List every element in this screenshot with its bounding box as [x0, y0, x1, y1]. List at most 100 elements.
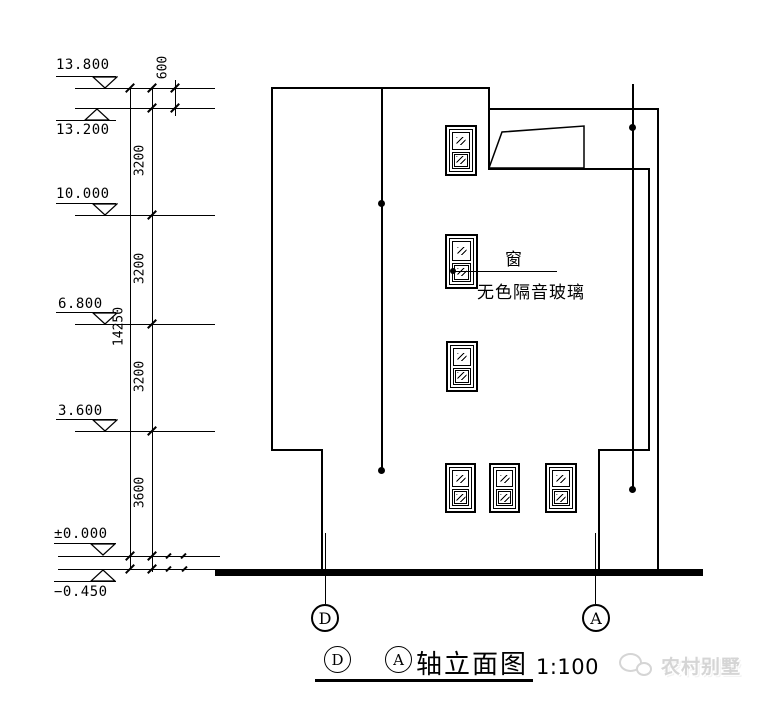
- window-sash: [454, 264, 469, 280]
- glass-label: 无色隔音玻璃: [477, 283, 585, 303]
- glass-hatch-icon: [457, 372, 467, 381]
- section-dot: [629, 124, 636, 131]
- axis-extension-line-d: [325, 533, 326, 604]
- building-top-edge: [271, 87, 490, 89]
- dim-value-3200-top: 3200: [132, 144, 148, 177]
- section-dot: [378, 200, 385, 207]
- building-right-setback-edge: [598, 449, 650, 451]
- window-2f: [446, 341, 478, 392]
- window-pane: [452, 470, 469, 487]
- level-line: [75, 88, 215, 89]
- window-label: 窗: [505, 250, 522, 270]
- glass-hatch-icon: [456, 474, 465, 483]
- window-pane: [496, 489, 513, 506]
- title-bubble-letter: A: [393, 650, 404, 669]
- building-right-wall: [657, 108, 659, 570]
- window-frame: [449, 129, 473, 172]
- level-line: [58, 556, 220, 557]
- elevation-flag-line: [56, 120, 116, 121]
- elevation-value: 13.800: [56, 57, 110, 73]
- axis-extension-line-a: [595, 533, 596, 604]
- glass-hatch-icon: [556, 493, 566, 502]
- level-line: [75, 431, 215, 432]
- title-bubble-a: A: [385, 646, 412, 673]
- elevation-triangle-icon: [92, 76, 118, 89]
- chain-dim-line: [152, 88, 153, 572]
- elevation-value: 10.000: [56, 186, 110, 202]
- elevation-value: ±0.000: [54, 526, 108, 542]
- window-sash: [455, 369, 469, 383]
- level-line: [75, 108, 215, 109]
- glass-hatch-icon: [500, 474, 509, 483]
- window-pane: [552, 489, 570, 506]
- level-line: [75, 324, 215, 325]
- section-line-left: [381, 87, 383, 471]
- glass-hatch-icon: [457, 352, 467, 361]
- dim-value-3200-mid: 3200: [132, 252, 148, 285]
- watermark: 农村别墅: [618, 649, 741, 681]
- window-sash: [454, 491, 467, 504]
- window-sash: [454, 153, 468, 167]
- title-text: 轴立面图: [416, 650, 529, 680]
- building-left-wall: [271, 87, 273, 450]
- elevation-flag-line: [56, 203, 116, 204]
- dim-value-3200-low: 3200: [132, 360, 148, 393]
- level-line: [58, 569, 215, 570]
- title-underline: [315, 679, 533, 682]
- ground-line: [215, 569, 703, 576]
- building-lower-left-wall: [321, 449, 323, 569]
- leader-line: [455, 271, 557, 272]
- title-scale: 1:100: [536, 655, 600, 679]
- window-pane: [452, 262, 471, 282]
- dim-600-line: [175, 80, 176, 116]
- building-right-roof-edge: [488, 108, 659, 110]
- elevation-flag-line: [56, 419, 116, 420]
- elevation-value: −0.450: [54, 584, 108, 600]
- building-lower-right-wall: [598, 449, 600, 570]
- window-pane: [453, 367, 471, 385]
- dim-value-3600: 3600: [132, 476, 148, 509]
- axis-letter: D: [318, 608, 332, 628]
- window-pane: [452, 489, 469, 506]
- wechat-icon: [618, 649, 656, 681]
- section-dot: [378, 467, 385, 474]
- glass-hatch-icon: [500, 493, 509, 502]
- axis-letter: A: [590, 608, 602, 628]
- window-1f-left: [445, 463, 476, 513]
- window-pane: [452, 132, 470, 150]
- window-frame: [493, 467, 516, 509]
- leader-dot: [450, 268, 456, 274]
- window-frame: [450, 345, 474, 388]
- elevation-triangle-icon: [90, 543, 116, 556]
- skylight-shape: [487, 125, 585, 169]
- window-pane: [453, 348, 471, 366]
- window-sash: [498, 491, 511, 504]
- window-sash: [554, 491, 568, 504]
- dim-value-600: 600: [155, 55, 171, 80]
- window-1f-middle: [489, 463, 520, 513]
- building-roof-step: [488, 87, 490, 169]
- elevation-triangle-icon: [92, 419, 118, 432]
- elevation-value: 3.600: [58, 403, 103, 419]
- axis-bubble-a: A: [582, 604, 610, 632]
- watermark-text: 农村别墅: [661, 655, 742, 678]
- glass-hatch-icon: [456, 136, 466, 145]
- elevation-triangle-icon: [92, 312, 118, 325]
- glass-hatch-icon: [456, 493, 465, 502]
- elevation-flag-line: [54, 543, 116, 544]
- chat-bubble-icon: [636, 662, 652, 676]
- building-parapet-line: [488, 168, 650, 170]
- window-pane: [452, 241, 471, 261]
- dim-value-overall: 14250: [111, 306, 127, 347]
- elevation-value: 13.200: [56, 122, 110, 138]
- glass-hatch-icon: [457, 268, 466, 277]
- building-left-setback-edge: [271, 449, 323, 451]
- level-line: [75, 215, 215, 216]
- elevation-flag-line: [56, 76, 116, 77]
- elevation-flag-line: [56, 312, 116, 313]
- window-pane: [452, 151, 470, 169]
- title-bubble-d: D: [324, 646, 351, 673]
- glass-hatch-icon: [457, 246, 466, 255]
- building-inner-right-wall: [648, 168, 650, 450]
